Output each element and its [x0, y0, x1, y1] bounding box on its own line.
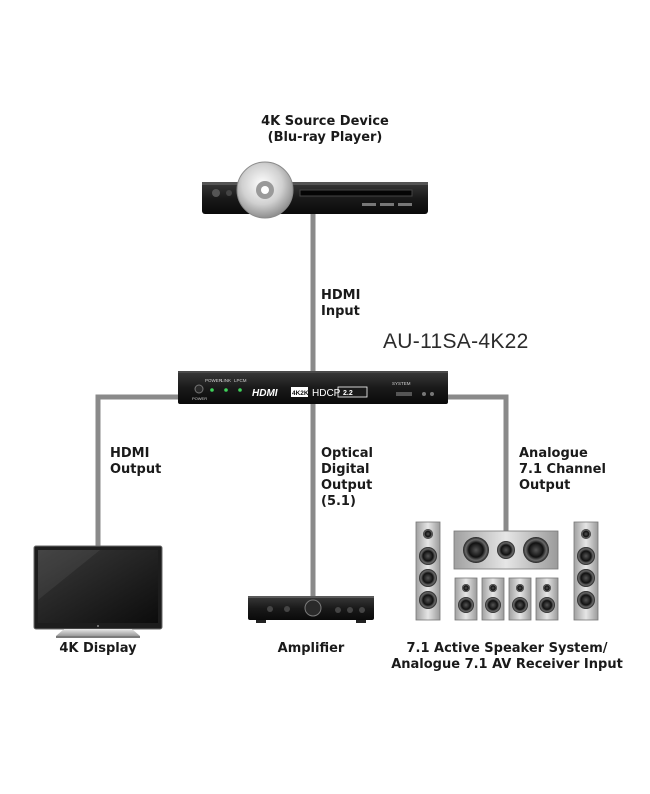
hdmi-output-label: HDMI Output — [110, 446, 162, 477]
led-link-icon — [224, 388, 228, 392]
satellite-speaker-2 — [481, 577, 505, 621]
satellite-speaker-1 — [454, 577, 478, 621]
hdmi-input-label: HDMI Input — [321, 288, 361, 319]
led-lpcm-icon — [238, 388, 242, 392]
speaker-system — [415, 521, 599, 621]
blu-ray-player — [202, 161, 428, 219]
analogue-output-label: Analogue 7.1 Channel Output — [519, 446, 606, 493]
tv-display — [33, 545, 163, 638]
hdcp-logo: HDCP — [312, 388, 341, 399]
center-speaker — [453, 530, 559, 570]
power-button-icon — [194, 384, 204, 394]
display-label: 4K Display — [59, 641, 137, 656]
power-button-label: POWER — [192, 396, 207, 401]
system-label: SYSTEM — [392, 381, 411, 386]
speaker-system-label: 7.1 Active Speaker System/ Analogue 7.1 … — [391, 641, 623, 672]
led-label-lpcm: LPCM — [234, 378, 247, 383]
led-label-power: POWER — [205, 378, 223, 383]
device-model-label: AU-11SA-4K22 — [383, 330, 529, 353]
satellite-speaker-3 — [508, 577, 532, 621]
amplifier — [248, 596, 374, 623]
led-power-icon — [210, 388, 214, 392]
left-tower-speaker — [415, 521, 441, 621]
optical-output-label: Optical Digital Output (5.1) — [321, 446, 373, 509]
system-switch-icon — [396, 392, 412, 396]
hdmi-output-cable — [95, 394, 180, 548]
resolution-badge: 4K2K — [292, 390, 309, 397]
volume-knob-icon — [304, 599, 322, 617]
right-tower-speaker — [573, 521, 599, 621]
hdmi-logo: HDMI — [252, 388, 278, 399]
hdcp-version: 2.2 — [343, 390, 353, 397]
converter-device — [178, 371, 448, 404]
amplifier-label: Amplifier — [277, 641, 345, 656]
source-device-label: 4K Source Device (Blu-ray Player) — [261, 114, 389, 145]
led-label-link: LINK — [221, 378, 231, 383]
analogue-output-cable — [447, 394, 509, 531]
cables — [95, 214, 509, 596]
satellite-speaker-4 — [535, 577, 559, 621]
disc-icon — [236, 161, 294, 219]
